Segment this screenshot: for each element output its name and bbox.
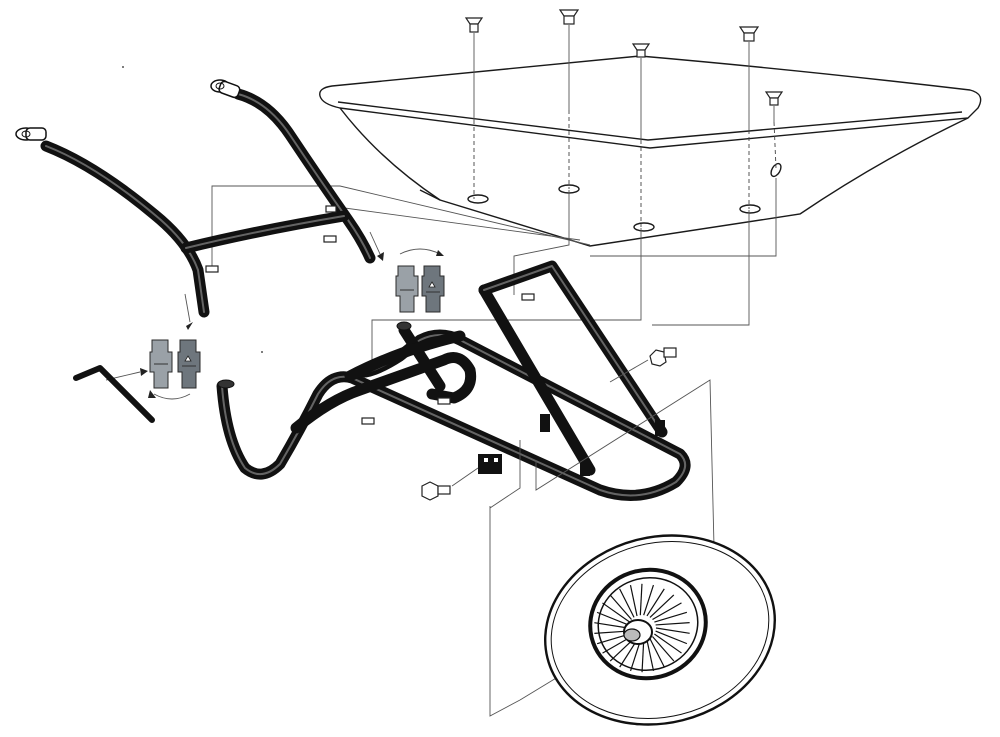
arrows [105, 231, 384, 381]
wheel-spoke [646, 588, 665, 617]
countersunk-bolt-icon [631, 43, 651, 58]
hex-bolt-icon [421, 481, 451, 501]
tray [319, 55, 982, 247]
wheel-spoke [646, 639, 655, 671]
connector-left-icon [148, 339, 201, 400]
wheel-spoke [619, 588, 635, 618]
wheel-spoke [655, 630, 688, 645]
tray-guide-lines [211, 25, 777, 360]
wheel-spoke [652, 636, 675, 662]
countersunk-bolt-icon [558, 9, 580, 25]
countersunk-bolt-icon [764, 91, 784, 106]
connector-top-icon [395, 248, 445, 313]
wheel-spoke [596, 611, 629, 626]
countersunk-bolt-icon [738, 26, 760, 42]
wheel-spoke [602, 602, 630, 623]
handle-frame [15, 79, 376, 318]
wheel-spoke [654, 611, 688, 623]
tube-chassis [216, 260, 691, 501]
countersunk-bolt-icon [464, 17, 484, 33]
wheel-spoke [655, 622, 690, 626]
wheel-spoke [639, 583, 643, 616]
spoked-wheel-icon [544, 534, 776, 726]
wheel-spoke [649, 594, 675, 618]
wheel-spoke [629, 640, 641, 672]
wheel-spoke [654, 633, 682, 654]
wheel-spoke [609, 594, 632, 620]
wheel-spoke [649, 638, 665, 668]
wheel-spoke [652, 602, 682, 620]
hex-key-icon [73, 365, 155, 423]
wheel-spoke [594, 630, 629, 634]
left-grip-icon [15, 127, 47, 141]
wheel-spoke [641, 640, 645, 673]
wheel-spoke [655, 627, 690, 634]
wheel-spoke [643, 584, 655, 616]
wheel-spoke [629, 585, 638, 617]
wheel-spoke [594, 622, 629, 629]
hex-bolt-icon [649, 347, 677, 367]
right-grip-icon [210, 79, 241, 99]
tray-bolts [464, 9, 784, 106]
